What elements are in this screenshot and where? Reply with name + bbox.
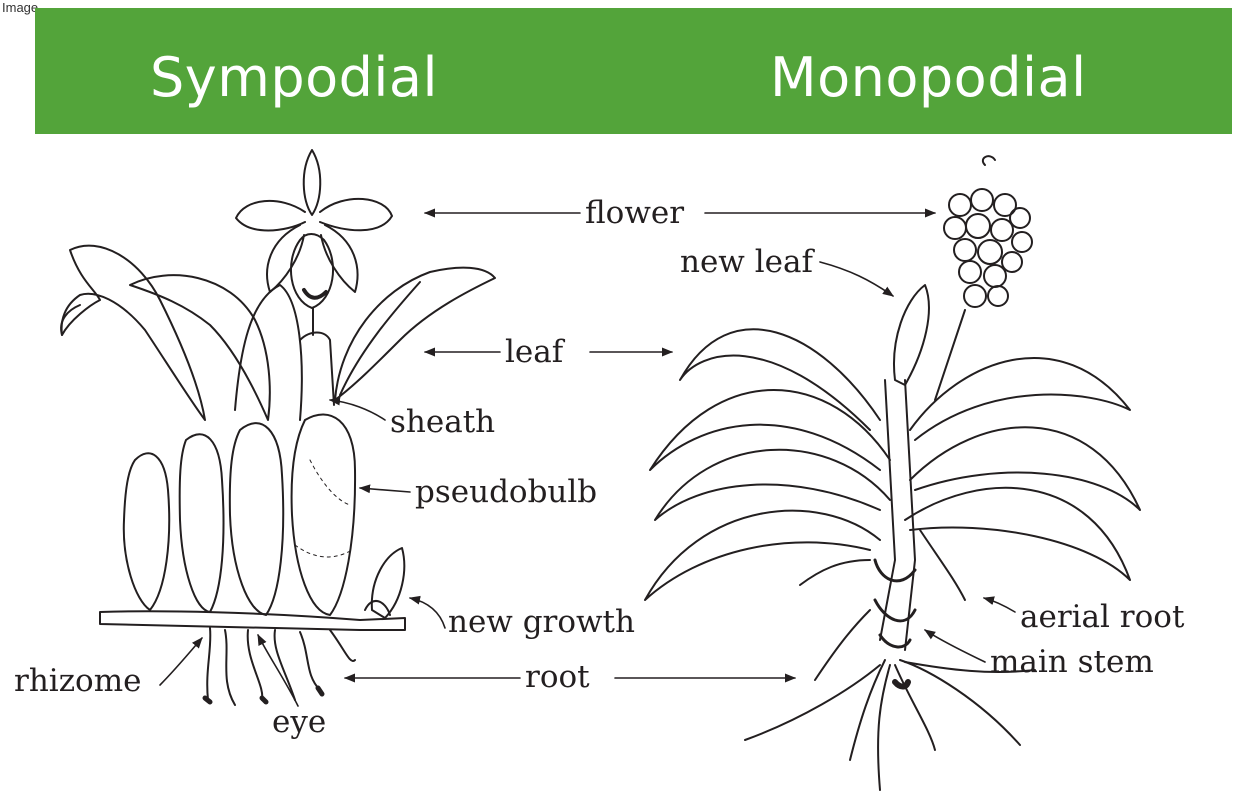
label-pseudobulb: pseudobulb <box>415 477 597 508</box>
sheath-arrow <box>330 400 385 420</box>
label-eye: eye <box>272 707 326 738</box>
label-new-growth: new growth <box>448 607 635 638</box>
main-stem-arrow <box>925 630 985 662</box>
aerial-root-arrow <box>984 598 1015 612</box>
new-growth-arrow <box>410 598 445 628</box>
pseudobulb-arrow <box>360 488 410 492</box>
label-leaf: leaf <box>505 337 563 368</box>
new-leaf-arrow <box>820 262 893 296</box>
rhizome-arrow <box>160 638 202 685</box>
sympodial-flower <box>236 150 392 335</box>
label-main-stem: main stem <box>990 647 1154 678</box>
monopodial-flower-cluster <box>935 156 1032 400</box>
label-new-leaf: new leaf <box>680 247 813 278</box>
label-rhizome: rhizome <box>14 666 141 697</box>
label-root: root <box>525 662 590 693</box>
label-sheath: sheath <box>390 407 495 438</box>
label-aerial-root: aerial root <box>1020 602 1184 633</box>
eye-arrow <box>258 635 298 706</box>
label-flower: flower <box>585 198 684 229</box>
